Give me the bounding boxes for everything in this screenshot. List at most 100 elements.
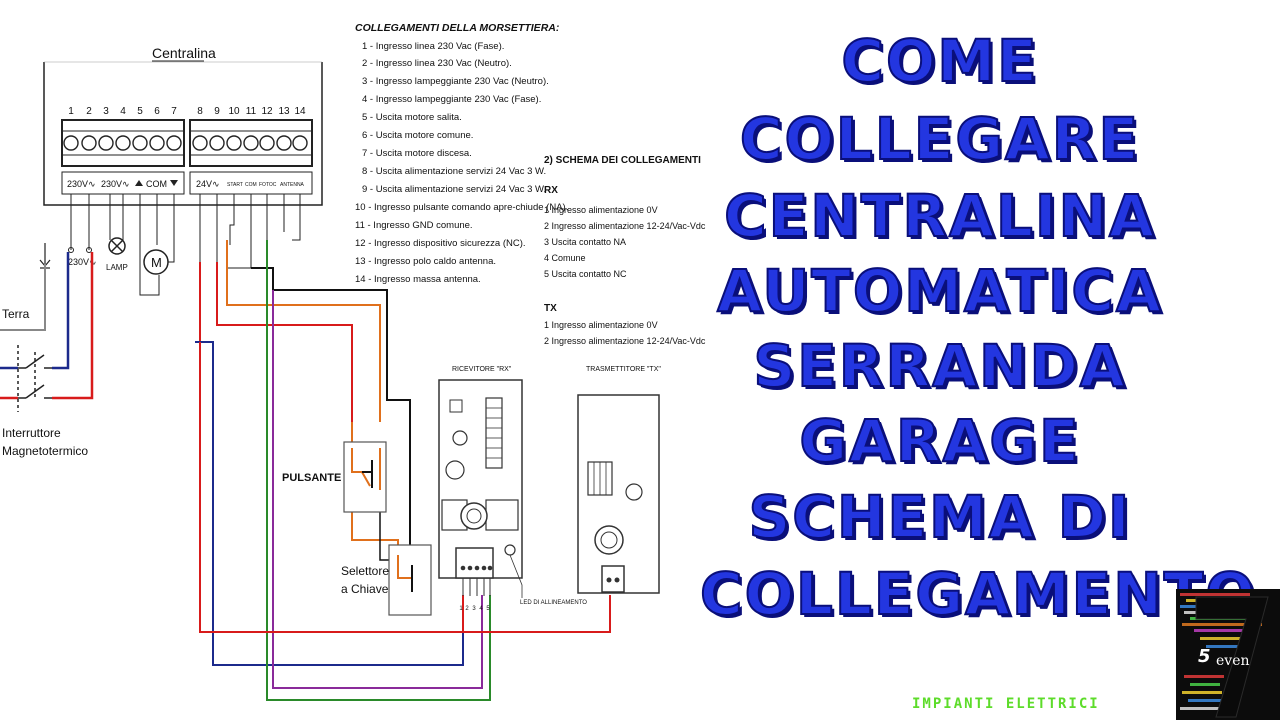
selettore-label-1: Selettore (341, 564, 389, 578)
red-wire-start (216, 262, 353, 422)
rx-terminal-number: 3 (472, 606, 476, 612)
ground-icon (39, 243, 51, 269)
blue-wire-24v (195, 341, 464, 666)
label-230v-line: 230V∿ (67, 179, 96, 189)
terminal-block-right (189, 119, 313, 167)
red-mains-wire (0, 252, 94, 400)
morsettiera-item: 9 - Uscita alimentazione servizi 24 Vac … (362, 184, 546, 195)
internal-wiring (70, 194, 301, 296)
terminal-number: 4 (120, 106, 126, 117)
lamp-icon (108, 237, 126, 255)
title-line-5: SERRANDA (752, 332, 1127, 400)
rx-terminal-number: 1 (459, 606, 463, 612)
centralina-label: Centralina (152, 45, 216, 61)
ricevitore-board (438, 379, 523, 579)
schema-tx-title: TX (544, 303, 557, 314)
terminal-number: 11 (246, 106, 257, 117)
morsettiera-title: COLLEGAMENTI DELLA MORSETTIERA: (355, 22, 559, 34)
schema-rx-item: 2 Ingresso alimentazione 12-24/Vac-Vdc (544, 221, 706, 231)
title-line-6: GARAGE (798, 407, 1081, 475)
centralina-box (43, 61, 323, 206)
motor-label: M (151, 255, 162, 270)
interruttore-label-1: Interruttore (2, 426, 61, 440)
label-antenna: ANTENNA (280, 182, 305, 188)
terminal-number: 7 (171, 106, 177, 117)
title-line-2: COLLEGARE (739, 105, 1141, 173)
schema-rx-item: 4 Comune (544, 253, 586, 263)
seven-logo: 5 (1176, 589, 1280, 720)
orange-wire-start (226, 240, 381, 422)
terminal-number: 10 (228, 106, 240, 117)
logo-word: even (1216, 653, 1250, 669)
terra-wire (0, 265, 46, 331)
schema-rx-item: 5 Uscita contatto NC (544, 269, 627, 279)
morsettiera-item: 2 - Ingresso linea 230 Vac (Neutro). (362, 58, 512, 69)
title-line-7: SCHEMA DI (747, 483, 1132, 551)
impianti-elettrici-label: IMPIANTI ELETTRICI (912, 696, 1100, 712)
title-line-4: AUTOMATICA (716, 257, 1163, 325)
terminal-numbers: 1 2 3 4 5 6 7 8 9 10 11 12 13 14 (68, 106, 306, 117)
rx-wire-stubs (462, 578, 491, 596)
label-start: START (227, 182, 243, 188)
selettore-label-2: a Chiave (341, 582, 389, 596)
interruttore-label-2: Magnetotermico (2, 444, 88, 458)
pulsante-box (343, 441, 387, 513)
schema-tx-list: 1 Ingresso alimentazione 0V 2 Ingresso a… (544, 320, 706, 346)
schema-rx-item: 3 Uscita contatto NA (544, 237, 626, 247)
terminal-number: 13 (278, 106, 290, 117)
morsettiera-item: 3 - Ingresso lampeggiante 230 Vac (Neutr… (362, 76, 549, 87)
blue-mains-wire (0, 252, 70, 370)
morsettiera-item: 1 - Ingresso linea 230 Vac (Fase). (362, 41, 504, 52)
terminal-block-left (61, 119, 185, 167)
selettore-box (388, 544, 432, 616)
red-wire-rx-tx (199, 342, 611, 633)
terminal-label-row: 230V∿ 230V∿ COM 24V∿ START COM FOTOC ANT… (61, 171, 313, 195)
schema-title: 2) SCHEMA DEI COLLEGAMENTI (544, 155, 701, 166)
morsettiera-item: 10 - Ingresso pulsante comando apre-chiu… (355, 202, 568, 213)
morsettiera-item: 4 - Ingresso lampeggiante 230 Vac (Fase)… (362, 94, 541, 105)
terminal-number: 12 (261, 106, 273, 117)
led-label: LED DI ALLINEAMENTO (520, 600, 587, 606)
terminal-number: 8 (197, 106, 203, 117)
lamp-label: LAMP (106, 263, 128, 272)
label-com-motor: COM (146, 179, 167, 189)
svg-text:5: 5 (1198, 646, 1211, 667)
schema-tx-item: 2 Ingresso alimentazione 12-24/Vac-Vdc (544, 336, 706, 346)
label-24v: 24V∿ (196, 179, 220, 189)
rx-terminal-number: 5 (486, 606, 490, 612)
morsettiera-item: 7 - Uscita motore discesa. (362, 148, 472, 159)
trasmettitore-label: TRASMETTITORE "TX" (586, 366, 661, 373)
rx-terminal-number: 2 (465, 606, 469, 612)
label-230v-lamp: 230V∿ (101, 179, 130, 189)
side-230v-label: 230V∿ (68, 257, 97, 267)
terminal-number: 1 (68, 106, 74, 117)
morsettiera-item: 13 - Ingresso polo caldo antenna. (355, 256, 496, 267)
seven-logo-graphic: 5 (1180, 593, 1269, 718)
morsettiera-item: 11 - Ingresso GND comune. (355, 220, 473, 231)
schema-rx-item: 1 Ingresso alimentazione 0V (544, 205, 658, 215)
terminal-number: 9 (214, 106, 220, 117)
title-line-1: COME (840, 27, 1039, 95)
rx-terminal-numbers: 1 2 3 4 5 (459, 606, 490, 612)
title-line-8: COLLEGAMENTO (699, 560, 1257, 628)
pulsante-label: PULSANTE (282, 472, 341, 484)
rx-terminal-number: 4 (479, 606, 483, 612)
terminal-number: 2 (86, 106, 92, 117)
morsettiera-list: 1 - Ingresso linea 230 Vac (Fase). 2 - I… (355, 41, 568, 285)
terminal-number: 6 (154, 106, 160, 117)
morsettiera-item: 12 - Ingresso dispositivo sicurezza (NC)… (355, 238, 526, 249)
schema-tx-item: 1 Ingresso alimentazione 0V (544, 320, 658, 330)
green-wire-fotoc (266, 240, 491, 701)
terminal-number: 5 (137, 106, 143, 117)
morsettiera-item: 14 - Ingresso massa antenna. (355, 274, 481, 285)
red-wire-24v (195, 262, 201, 343)
morsettiera-item: 5 - Uscita motore salita. (362, 112, 462, 123)
label-fotoc: FOTOC (259, 182, 277, 188)
motor-icon: M (143, 249, 169, 275)
schema-rx-list: 1 Ingresso alimentazione 0V 2 Ingresso a… (544, 205, 706, 279)
label-com-gnd: COM (245, 182, 257, 188)
schema-rx-title: RX (544, 185, 558, 196)
interruttore-icon (17, 345, 52, 412)
ricevitore-label: RICEVITORE "RX" (452, 366, 512, 373)
